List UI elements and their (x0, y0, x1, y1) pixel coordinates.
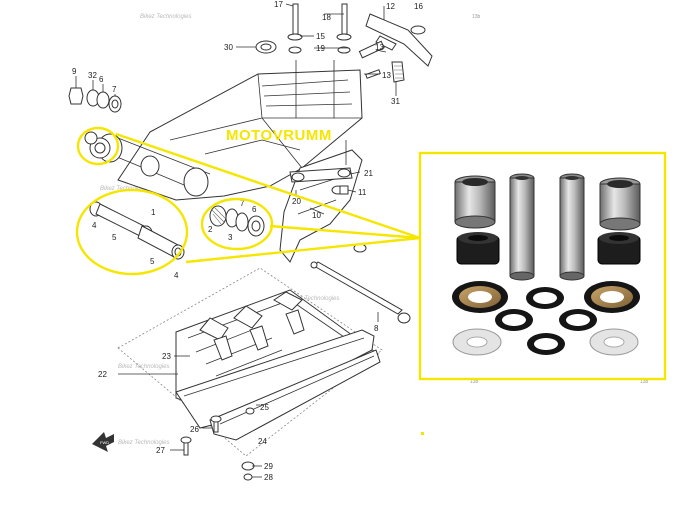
callout-4: 4 (92, 221, 97, 230)
bearing-kit-frame (418, 151, 667, 381)
needle-bearing-left (454, 175, 496, 229)
callout-1: 1 (151, 208, 156, 217)
callout-21: 21 (364, 169, 373, 178)
callout-11: 11 (358, 188, 367, 197)
seal-large-right (584, 281, 640, 313)
seal-small-mid-left (495, 309, 533, 331)
callout-19: 19 (316, 44, 325, 53)
front-arrow-label: FWD (100, 440, 109, 445)
chain-guide-bracket (358, 13, 433, 83)
callout-6: 6 (252, 205, 257, 214)
callout-20: 20 (292, 197, 301, 206)
highlight-overlay (75, 126, 667, 435)
link-rod (289, 140, 353, 195)
callout-5: 5 (112, 233, 117, 242)
corner-mark: 13b (472, 14, 481, 20)
screws-lower (180, 407, 255, 481)
callout-labels: 17 18 15 19 30 12 16 13 13 31 9 32 6 7 2… (72, 0, 423, 482)
callout-18: 18 (322, 13, 331, 22)
callout-30: 30 (224, 43, 233, 52)
seal-small-mid-right (559, 309, 597, 331)
highlight-bearing-circle (76, 126, 120, 166)
watermark-text: Bikez Technologies (140, 14, 191, 20)
left-bushings (89, 201, 185, 260)
bearing-kit-photo (452, 173, 641, 356)
brand-watermark: MOTOVRUMM (226, 127, 332, 144)
callout-22: 22 (98, 370, 107, 379)
callout-8: 8 (374, 324, 379, 333)
callout-12: 12 (386, 2, 395, 11)
callout-6: 6 (99, 75, 104, 84)
watermark-text: Bikez Technologies (118, 440, 169, 446)
dust-collar-right (597, 232, 641, 265)
washer-right (589, 328, 639, 356)
left-small-parts (68, 87, 122, 113)
seal-small-top (526, 287, 564, 309)
watermark-text: Bikez Technologies (100, 186, 151, 192)
dust-collar-left (456, 232, 500, 265)
slider-rail (175, 329, 381, 441)
leader-lines (75, 3, 397, 478)
callout-32: 32 (88, 71, 97, 80)
callout-7: 7 (112, 85, 117, 94)
seal-large-left (452, 281, 508, 313)
highlight-left-bushing-circle (75, 188, 189, 276)
washer-left (452, 328, 502, 356)
watermark-text: Bikez Technologies (118, 364, 169, 370)
callout-3: 3 (228, 233, 233, 242)
needle-bearing-right (599, 177, 641, 231)
callout-5: 5 (150, 257, 155, 266)
highlight-right-bearing-circle (200, 197, 274, 251)
callout-25: 25 (260, 403, 269, 412)
highlight-dot (421, 432, 424, 435)
callout-10: 10 (312, 211, 321, 220)
callout-16: 16 (414, 2, 423, 11)
bushing-sleeve-right (559, 173, 585, 281)
callout-7: 7 (240, 199, 245, 208)
callout-9: 9 (72, 67, 77, 76)
corner-mark: 13b (470, 379, 479, 385)
callout-13: 13 (382, 71, 391, 80)
pivot-shaft (310, 261, 411, 324)
highlight-connector (185, 236, 421, 264)
callout-2: 2 (208, 225, 213, 234)
callout-24: 24 (258, 437, 267, 446)
highlight-connector (269, 224, 421, 240)
top-bolts (287, 3, 352, 54)
callout-27: 27 (156, 446, 165, 455)
callout-29: 29 (264, 462, 273, 471)
pivot-bearing-left (84, 131, 111, 159)
callout-17: 17 (274, 0, 283, 9)
seal-small-bottom (527, 333, 565, 355)
front-arrow-icon: FWD (92, 432, 114, 452)
bushing-sleeve-left (509, 173, 535, 281)
callout-15: 15 (316, 32, 325, 41)
right-bearings (209, 205, 265, 237)
callout-4: 4 (174, 271, 179, 280)
callout-31: 31 (391, 97, 400, 106)
callout-23: 23 (162, 352, 171, 361)
callout-26: 26 (190, 425, 199, 434)
callout-28: 28 (264, 473, 273, 482)
callout-13: 13 (375, 43, 384, 52)
corner-mark: 13b (640, 379, 649, 385)
highlight-connector (115, 132, 421, 240)
watermark-text: Bikez Technologies (288, 296, 339, 302)
